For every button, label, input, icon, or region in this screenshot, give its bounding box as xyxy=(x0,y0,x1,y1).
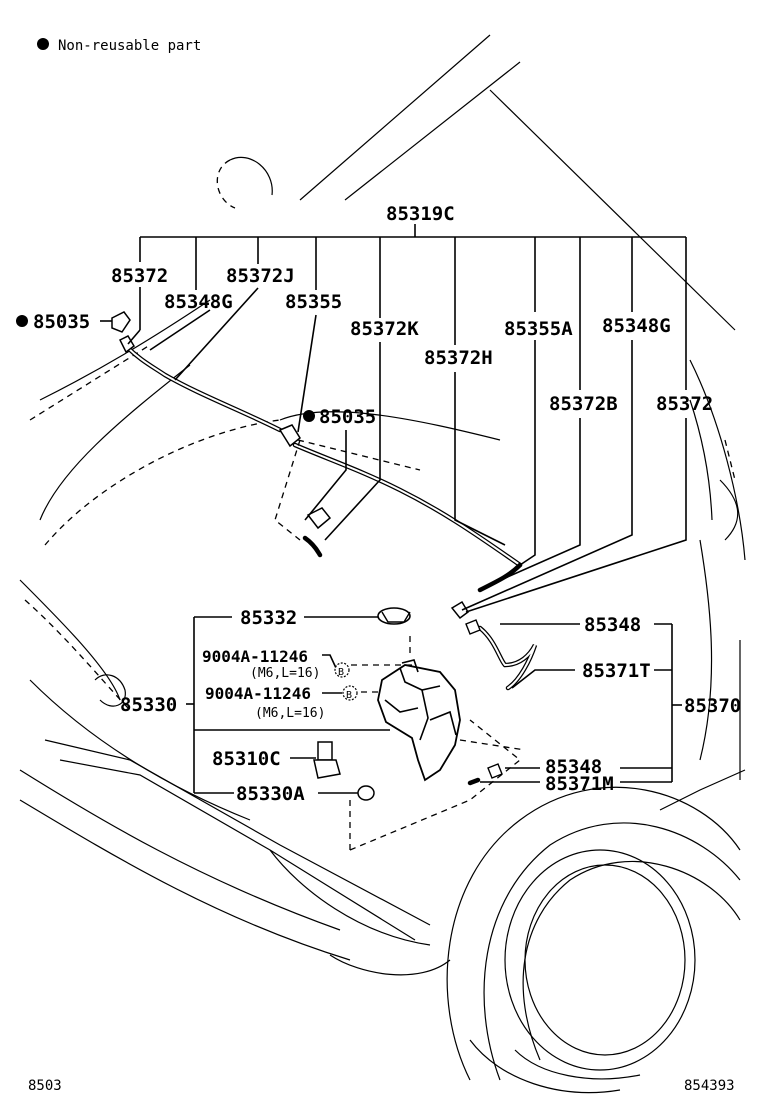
label-85372H: 85372H xyxy=(424,347,493,369)
label-85355: 85355 xyxy=(285,291,342,313)
label-85348-b: 85348 xyxy=(545,756,602,778)
non-reusable-icon-1 xyxy=(16,315,28,327)
bracket-85319C xyxy=(100,224,687,613)
nozzle-85035-left xyxy=(111,311,135,354)
non-reusable-icon-2 xyxy=(303,410,315,422)
label-85370: 85370 xyxy=(684,695,741,717)
label-85372-a: 85372 xyxy=(111,265,168,287)
label-85319C: 85319C xyxy=(386,203,455,225)
label-85372B: 85372B xyxy=(549,393,618,415)
joints-85348 xyxy=(465,619,503,779)
label-85348G-a: 85348G xyxy=(164,291,233,313)
grommet-85330A xyxy=(357,785,375,801)
joint-85355 xyxy=(278,424,301,448)
label-85332: 85332 xyxy=(240,607,297,629)
footer-right-code: 854393 xyxy=(684,1078,735,1094)
nozzle-85035-right xyxy=(306,507,332,530)
label-85372J: 85372J xyxy=(226,265,295,287)
label-9004A-b-note: (M6,L=16) xyxy=(255,706,325,721)
legend-text: Non-reusable part xyxy=(58,38,201,54)
svg-text:B: B xyxy=(338,667,344,678)
bolt-marker-b-1: B xyxy=(334,662,350,678)
label-85371T: 85371T xyxy=(582,660,651,682)
label-85035-b: 85035 xyxy=(319,406,376,428)
label-9004A-b: 9004A-11246 xyxy=(205,684,311,703)
label-85348-a: 85348 xyxy=(584,614,641,636)
footer-left-code: 8503 xyxy=(28,1078,62,1094)
vehicle-body-outline xyxy=(19,34,746,1094)
non-reusable-legend-icon xyxy=(37,38,49,50)
part-labels: 85319C 85372 85372J 85348G 85355 85035 8… xyxy=(16,203,741,805)
reference-dashed-lines xyxy=(274,439,526,851)
bolt-marker-b-2: B xyxy=(342,685,358,701)
label-85372K: 85372K xyxy=(350,318,419,340)
bracket-85330 xyxy=(186,616,390,794)
label-85330A: 85330A xyxy=(236,783,305,805)
label-85371M: 85371M xyxy=(545,773,614,795)
label-85330: 85330 xyxy=(120,694,177,716)
washer-pump-85310C xyxy=(313,741,341,779)
label-85355A: 85355A xyxy=(504,318,573,340)
joint-85355A xyxy=(450,600,469,620)
svg-text:B: B xyxy=(346,690,352,701)
label-9004A-a-note: (M6,L=16) xyxy=(250,666,320,681)
washer-hoses xyxy=(122,342,538,786)
label-9004A-a: 9004A-11246 xyxy=(202,647,308,666)
washer-tank-assembly xyxy=(377,607,461,782)
bracket-85370 xyxy=(480,623,682,783)
label-85348G-b: 85348G xyxy=(602,315,671,337)
label-85035-a: 85035 xyxy=(33,311,90,333)
label-85310C: 85310C xyxy=(212,748,281,770)
label-85372-b: 85372 xyxy=(656,393,713,415)
